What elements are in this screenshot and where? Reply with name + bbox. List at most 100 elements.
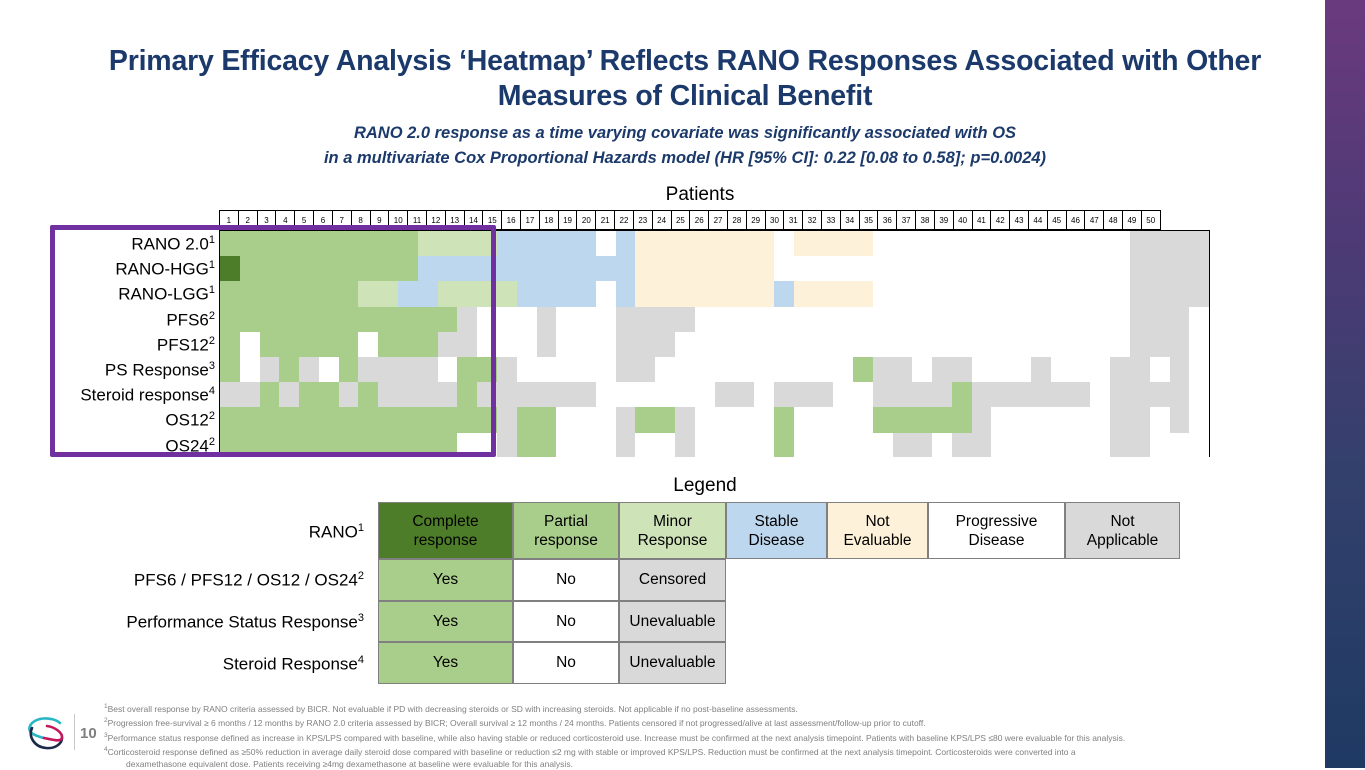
heatmap-cell <box>516 256 537 282</box>
heatmap-cell <box>1129 231 1150 257</box>
heatmap-cell <box>318 432 339 457</box>
footnote-3: 4Corticosteroid response defined as ≥50%… <box>104 746 1076 758</box>
heatmap-cell <box>239 306 260 332</box>
heatmap-row-label-4: PFS122 <box>156 334 215 355</box>
heatmap-cell <box>853 256 873 282</box>
heatmap-cell <box>872 256 893 282</box>
legend-value-text: No <box>556 654 576 672</box>
heatmap-column-header: 31 <box>783 210 804 230</box>
heatmap-cell <box>615 331 636 357</box>
heatmap-cell <box>1031 407 1051 433</box>
legend-swatch-line-1: Not <box>1110 512 1135 530</box>
heatmap-cell <box>477 306 497 332</box>
heatmap-cell <box>833 331 853 357</box>
heatmap-cell <box>1050 231 1071 257</box>
heatmap-cell <box>457 306 478 332</box>
legend-swatch-line-1: Minor <box>653 512 692 530</box>
heatmap-cell <box>1110 256 1130 282</box>
heatmap-column-header: 8 <box>350 210 371 230</box>
heatmap-cell <box>576 281 596 307</box>
heatmap-cell <box>378 407 399 433</box>
heatmap-cell <box>912 407 933 433</box>
legend-swatch-line-1: Complete <box>412 512 479 530</box>
heatmap-column-header: 15 <box>482 210 503 230</box>
heatmap-cell <box>536 407 557 433</box>
heatmap-cell <box>912 432 933 457</box>
heatmap-cell <box>1189 231 1210 257</box>
heatmap-cell <box>358 432 379 457</box>
legend-row-label-3: Steroid Response4 <box>222 654 364 674</box>
heatmap-cell <box>951 356 972 383</box>
heatmap-cell <box>754 356 774 383</box>
heatmap-cell <box>220 281 240 307</box>
heatmap-cell <box>239 382 260 408</box>
heatmap-column-header: 45 <box>1046 210 1067 230</box>
heatmap-column-header: 41 <box>971 210 992 230</box>
heatmap-column-header: 36 <box>877 210 898 230</box>
heatmap-cell <box>951 432 972 457</box>
heatmap-column-header: 28 <box>726 210 747 230</box>
legend-value-censored: Unevaluable <box>619 642 726 684</box>
heatmap-column-header: 48 <box>1103 210 1123 230</box>
heatmap-column-header: 6 <box>313 210 333 230</box>
heatmap-column-header: 3 <box>256 210 277 230</box>
heatmap-cell <box>556 231 577 257</box>
heatmap-cell <box>813 281 834 307</box>
heatmap-cell <box>1149 407 1170 433</box>
heatmap-cell <box>516 432 537 457</box>
heatmap-cell <box>754 256 774 282</box>
legend-value-text: No <box>556 612 576 630</box>
heatmap-cell <box>576 331 596 357</box>
page-subtitle: RANO 2.0 response as a time varying cova… <box>60 121 1310 171</box>
legend-swatch-line-2: Evaluable <box>843 531 912 549</box>
heatmap-cell <box>318 256 339 282</box>
heatmap-cell <box>299 331 319 357</box>
heatmap-cell <box>991 231 1012 257</box>
heatmap-column-header: 16 <box>501 210 521 230</box>
heatmap-cell <box>971 356 992 383</box>
heatmap-cell <box>417 256 438 282</box>
heatmap-cell <box>477 407 497 433</box>
heatmap-cell <box>971 432 992 457</box>
heatmap-cell <box>991 281 1012 307</box>
heatmap-cell <box>496 382 517 408</box>
heatmap-cell <box>477 331 497 357</box>
heatmap-cell <box>635 231 656 257</box>
heatmap-cell <box>1169 432 1190 457</box>
heatmap-cell <box>239 281 260 307</box>
heatmap-cell <box>299 256 319 282</box>
heatmap-cell <box>318 231 339 257</box>
heatmap-cell <box>1169 256 1190 282</box>
heatmap-cell <box>892 231 913 257</box>
heatmap-cell <box>813 356 834 383</box>
heatmap-cell <box>1070 281 1091 307</box>
heatmap-cell <box>457 256 478 282</box>
legend-swatch-line-1: Progressive <box>955 512 1038 530</box>
heatmap-cell <box>793 356 814 383</box>
heatmap-cell <box>1011 256 1032 282</box>
heatmap-cell <box>1090 407 1111 433</box>
heatmap-cell <box>714 407 735 433</box>
heatmap-cell <box>477 281 497 307</box>
heatmap-cell <box>398 432 418 457</box>
heatmap-cell <box>556 382 577 408</box>
heatmap-cell <box>734 306 755 332</box>
heatmap-cell <box>457 281 478 307</box>
heatmap-cell <box>714 256 735 282</box>
heatmap-column-header: 24 <box>651 210 672 230</box>
heatmap-column-header: 25 <box>670 210 691 230</box>
heatmap-cell <box>793 281 814 307</box>
heatmap-cell <box>437 331 458 357</box>
heatmap-cell <box>437 407 458 433</box>
heatmap-cell <box>615 306 636 332</box>
heatmap-cell <box>398 281 418 307</box>
heatmap-cell <box>1031 382 1051 408</box>
heatmap-cell <box>892 382 913 408</box>
heatmap-cell <box>279 256 300 282</box>
heatmap-column-header: 23 <box>632 210 653 230</box>
heatmap-cell <box>754 407 774 433</box>
heatmap-cell <box>576 231 596 257</box>
